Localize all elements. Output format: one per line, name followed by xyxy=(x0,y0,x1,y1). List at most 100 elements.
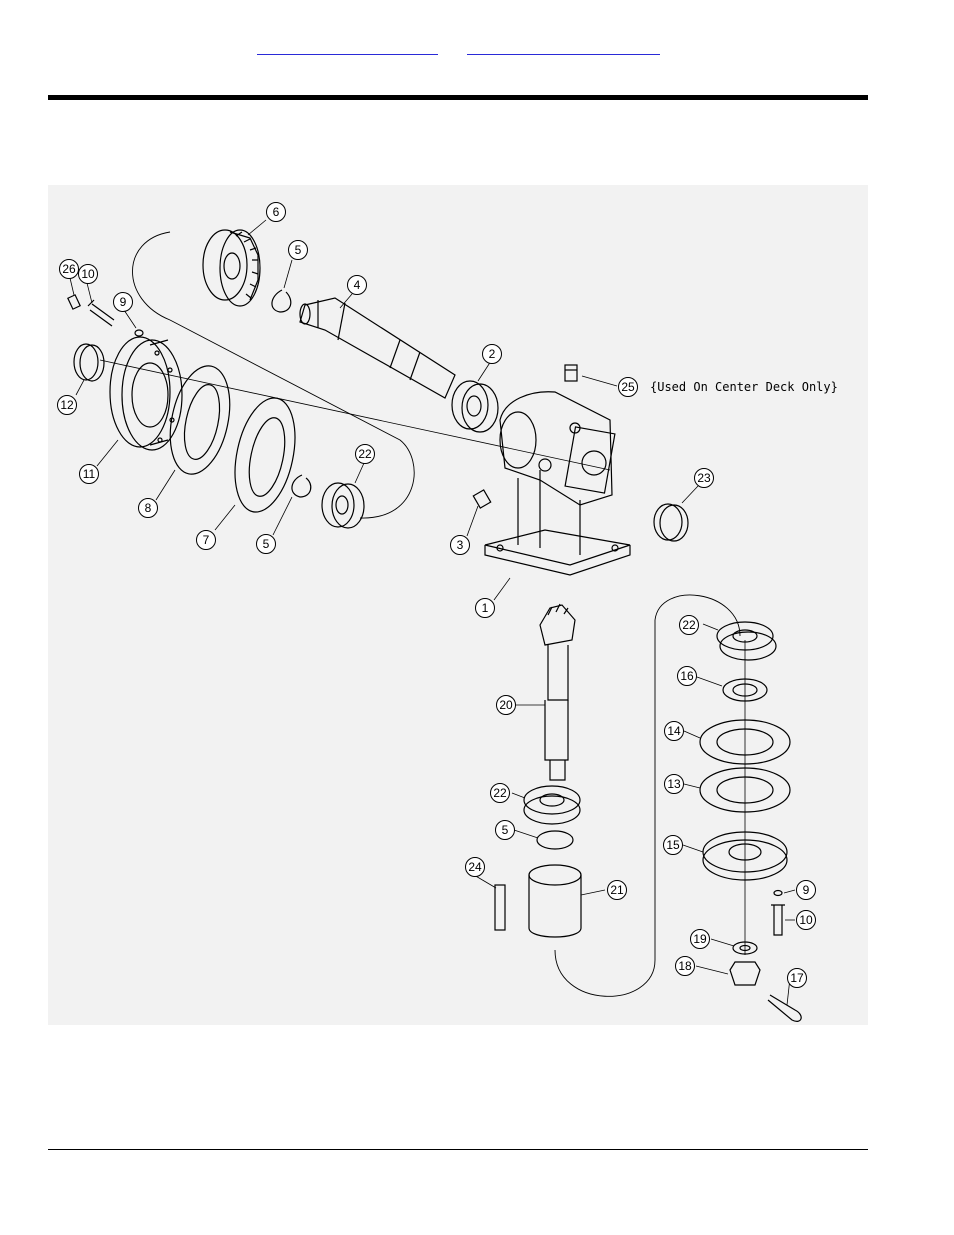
diagram-svg: 6 5 4 26 10 9 12 11 8 7 5 22 2 25 23 3 1… xyxy=(48,185,868,1025)
pinion-shaft-20 xyxy=(540,604,575,780)
callout-16: 16 xyxy=(678,667,697,686)
callout-label: 10 xyxy=(799,913,813,927)
callout-2: 2 xyxy=(483,345,502,364)
callout-label: 17 xyxy=(790,971,804,985)
callout-label: 22 xyxy=(493,786,507,800)
callout-22b: 22 xyxy=(680,616,699,635)
callout-label: 20 xyxy=(499,698,513,712)
footer-rule xyxy=(48,1149,868,1150)
callout-label: 15 xyxy=(666,838,680,852)
callout-13: 13 xyxy=(665,775,684,794)
callout-label: 25 xyxy=(621,380,635,394)
callout-19: 19 xyxy=(691,930,710,949)
header-rule xyxy=(48,95,868,100)
snap-ring-5b xyxy=(292,475,311,497)
gearbox-exploded-diagram: 6 5 4 26 10 9 12 11 8 7 5 22 2 25 23 3 1… xyxy=(48,185,868,1025)
callout-8: 8 xyxy=(139,499,158,518)
header-link-1[interactable] xyxy=(257,38,438,55)
callout-label: 26 xyxy=(62,262,76,276)
callout-label: 5 xyxy=(295,243,302,257)
center-deck-note: {Used On Center Deck Only} xyxy=(650,380,838,394)
snap-ring-5a xyxy=(272,290,291,312)
callout-label: 7 xyxy=(203,533,210,547)
callout-9a: 9 xyxy=(114,293,133,312)
seal-12 xyxy=(74,344,104,381)
callout-10a: 10 xyxy=(79,265,98,284)
bevel-gear-6 xyxy=(203,230,260,306)
input-shaft-4 xyxy=(300,298,455,398)
callout-label: 24 xyxy=(468,860,482,874)
callout-21: 21 xyxy=(608,881,627,900)
bearing-22c xyxy=(524,786,580,824)
callout-label: 12 xyxy=(60,398,74,412)
callout-label: 22 xyxy=(682,618,696,632)
assembly-line-horizontal xyxy=(133,232,415,518)
callout-23: 23 xyxy=(695,469,714,488)
callout-label: 22 xyxy=(358,447,372,461)
callout-6: 6 xyxy=(267,203,286,222)
callout-label: 14 xyxy=(667,724,681,738)
bolt-10a xyxy=(88,300,114,326)
plug-25 xyxy=(565,365,577,381)
gasket-8 xyxy=(161,360,239,479)
callout-5a: 5 xyxy=(289,241,308,260)
leader-lines xyxy=(70,220,795,1005)
callout-22a: 22 xyxy=(356,445,375,464)
callout-4: 4 xyxy=(348,276,367,295)
callout-label: 23 xyxy=(697,471,711,485)
callout-1: 1 xyxy=(476,599,495,618)
callout-5b: 5 xyxy=(257,535,276,554)
washer-9a xyxy=(135,330,143,336)
assembly-line-vertical xyxy=(555,595,740,996)
callout-26: 26 xyxy=(60,260,79,279)
callout-9b: 9 xyxy=(797,881,816,900)
callout-label: 3 xyxy=(457,538,464,552)
bearing-22a xyxy=(322,483,364,528)
callout-label: 6 xyxy=(273,205,280,219)
header-link-2[interactable] xyxy=(467,38,660,55)
plug-3 xyxy=(473,490,490,508)
callout-label: 11 xyxy=(83,467,96,481)
callout-5c: 5 xyxy=(496,821,515,840)
callout-label: 5 xyxy=(502,823,509,837)
callout-7: 7 xyxy=(197,531,216,550)
gearbox-housing-1 xyxy=(485,392,630,575)
snap-ring-5c xyxy=(537,831,573,849)
callout-label: 21 xyxy=(610,883,624,897)
callout-label: 9 xyxy=(120,295,127,309)
callout-label: 5 xyxy=(263,537,270,551)
plug-26 xyxy=(68,295,80,309)
callout-label: 8 xyxy=(145,501,152,515)
callout-label: 4 xyxy=(354,278,361,292)
callout-24: 24 xyxy=(466,858,485,877)
key-24 xyxy=(495,885,505,930)
washer-9b xyxy=(774,891,782,896)
callout-22c: 22 xyxy=(491,784,510,803)
callout-25: 25 xyxy=(619,378,638,397)
callout-18: 18 xyxy=(676,957,695,976)
callout-label: 16 xyxy=(680,669,694,683)
callout-14: 14 xyxy=(665,722,684,741)
seal-23 xyxy=(654,504,688,541)
callout-12: 12 xyxy=(58,396,77,415)
bearing-22b xyxy=(717,622,776,660)
callout-11: 11 xyxy=(80,465,99,484)
callout-label: 13 xyxy=(667,777,681,791)
cotter-pin-17 xyxy=(768,995,801,1021)
callout-label: 18 xyxy=(678,959,692,973)
housing-flange-11 xyxy=(110,337,182,450)
sleeve-21 xyxy=(529,865,581,937)
callout-15: 15 xyxy=(664,836,683,855)
callout-label: 19 xyxy=(693,932,707,946)
castle-nut-18 xyxy=(730,962,760,985)
gasket-7 xyxy=(226,392,305,517)
callout-17: 17 xyxy=(788,969,807,988)
callout-label: 1 xyxy=(482,601,489,615)
callout-label: 2 xyxy=(489,347,496,361)
callout-20: 20 xyxy=(497,696,516,715)
callout-label: 10 xyxy=(81,267,95,281)
bearing-2 xyxy=(452,381,498,432)
callout-3: 3 xyxy=(451,536,470,555)
callout-label: 9 xyxy=(803,883,810,897)
bolt-10b xyxy=(771,905,785,935)
